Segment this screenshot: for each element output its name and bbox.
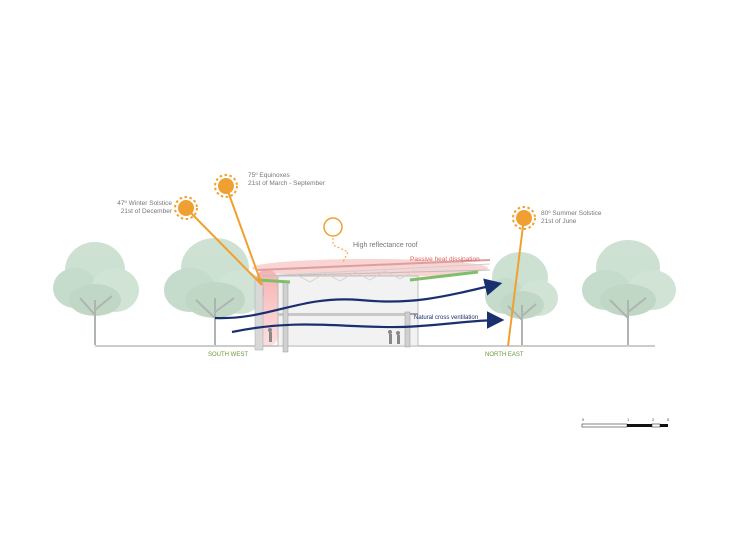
scale-label-1: 1	[627, 417, 630, 422]
tree-far-right	[582, 240, 676, 345]
equinox-label-line2: 21st of March - September	[248, 180, 326, 187]
green-roof-right	[409, 270, 479, 282]
scale-label-0: 0	[582, 417, 585, 422]
green-roof-left	[257, 278, 291, 284]
building-section	[254, 259, 491, 353]
sun-ray-winter	[185, 207, 263, 286]
tree-left	[164, 238, 264, 345]
airflow-arrow-lower	[231, 311, 505, 334]
sun-winter-icon	[174, 196, 198, 220]
summer-label-line2: 21st of June	[541, 218, 577, 225]
sun-equinox-icon	[214, 174, 238, 198]
tree-right	[485, 252, 558, 345]
south-west-label: SOUTH WEST	[208, 352, 248, 358]
summer-label-line1: 80º Summer Solstice	[541, 210, 602, 217]
roof-annotation: High reflectance roof	[353, 242, 418, 249]
scale-bar: 0 1 2 5	[581, 417, 670, 428]
sun-ray-summer	[507, 217, 525, 347]
equinox-label-line1: 75º Equinoxes	[248, 172, 291, 179]
scale-label-2: 2	[652, 417, 655, 422]
tree-far-left	[53, 242, 139, 345]
winter-label-line1: 47º Winter Solstice	[117, 200, 172, 207]
sun-summer-icon	[512, 206, 536, 230]
winter-label-line2: 21st of December	[121, 208, 173, 215]
ventilation-annotation: Natural cross ventilation	[414, 315, 478, 321]
airflow-arrow-upper	[214, 278, 503, 320]
roof-reflect-sun-icon	[323, 217, 343, 237]
roof-reflect-line	[332, 238, 349, 263]
sun-ray-equinox	[225, 185, 263, 286]
north-east-label: NORTH EAST	[485, 352, 524, 358]
scale-label-5: 5	[667, 417, 670, 422]
heat-annotation: Passive heat dissipation	[410, 256, 480, 263]
